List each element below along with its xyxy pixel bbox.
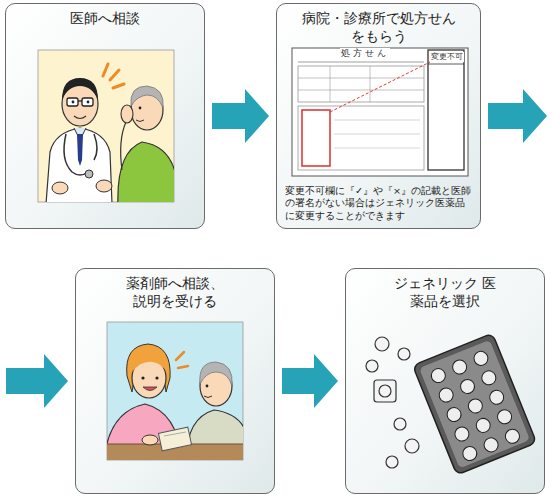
form-label: 変更不可	[430, 52, 464, 62]
pill-illustration	[366, 333, 537, 475]
step-title: 病院・診療所で処方せん をもらう	[296, 10, 461, 45]
flow-arrow	[212, 89, 269, 143]
box-fill	[276, 3, 481, 229]
box-fill	[5, 3, 205, 229]
box-fill	[345, 268, 545, 494]
step-box: ジェネリック 医薬品を選択	[345, 268, 545, 494]
step-note: 変更不可欄に『✓』や『×』の記載と医師の署名がない場合はジェネリック医薬品に変更…	[285, 185, 472, 222]
step-box: 病院・診療所で処方せん をもらう変更不可欄に『✓』や『×』の記載と医師の署名がな…	[276, 3, 481, 229]
pharmacist-illustration	[104, 322, 250, 464]
step-box: 医師へ相談	[5, 3, 205, 229]
step-title: 医師へ相談	[13, 10, 197, 28]
step-title: 薬剤師へ相談、 説明を受ける	[121, 275, 229, 310]
prescription-illustration	[292, 48, 468, 176]
step-box: 薬剤師へ相談、 説明を受ける	[75, 268, 275, 494]
doctor-illustration	[38, 50, 176, 206]
form-label: 処方せん	[340, 48, 390, 59]
flow-arrow	[282, 354, 338, 408]
box-fill	[75, 268, 275, 494]
step-title: ジェネリック 医薬品を選択	[390, 275, 500, 310]
